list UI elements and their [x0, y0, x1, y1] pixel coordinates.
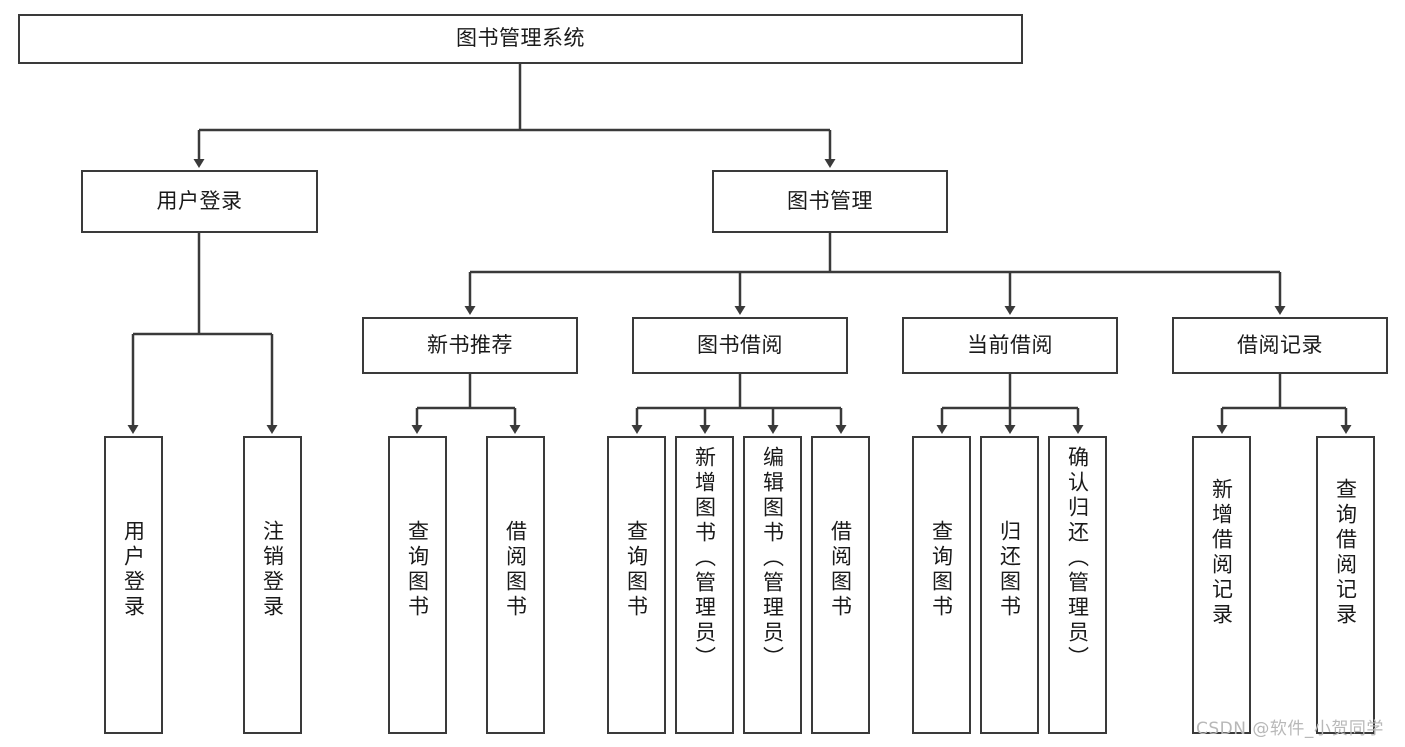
leaf-book-borrow-edit[interactable]: 编辑图书（管理员）	[743, 436, 802, 734]
node-book-borrow[interactable]: 图书借阅	[632, 317, 848, 374]
leaf-label: 归还图书	[997, 520, 1022, 620]
node-root-label: 图书管理系统	[456, 26, 585, 51]
node-book-management[interactable]: 图书管理	[712, 170, 948, 233]
leaf-label: 编辑图书（管理员）	[760, 446, 785, 671]
leaf-new-book-query[interactable]: 查询图书	[388, 436, 447, 734]
node-book-management-label: 图书管理	[787, 188, 873, 213]
leaf-new-book-borrow[interactable]: 借阅图书	[486, 436, 545, 734]
node-user-login-label: 用户登录	[156, 188, 243, 213]
node-current-borrow-label: 当前借阅	[967, 332, 1053, 357]
leaf-current-borrow-return[interactable]: 归还图书	[980, 436, 1039, 734]
leaf-book-borrow-borrow[interactable]: 借阅图书	[811, 436, 870, 734]
leaf-label: 新增图书（管理员）	[692, 446, 717, 671]
leaf-label: 查询图书	[624, 520, 649, 620]
leaf-label: 确认归还（管理员）	[1065, 446, 1090, 671]
node-user-login[interactable]: 用户登录	[81, 170, 318, 233]
node-current-borrow[interactable]: 当前借阅	[902, 317, 1118, 374]
leaf-user-login-logout[interactable]: 注销登录	[243, 436, 302, 734]
leaf-label: 借阅图书	[503, 520, 528, 620]
watermark: CSDN @软件_小贺同学	[1196, 719, 1384, 739]
leaf-label: 新增借阅记录	[1209, 478, 1234, 628]
node-root[interactable]: 图书管理系统	[18, 14, 1023, 64]
leaf-borrow-record-query[interactable]: 查询借阅记录	[1316, 436, 1375, 734]
leaf-label: 查询图书	[929, 520, 954, 620]
leaf-user-login-login[interactable]: 用户登录	[104, 436, 163, 734]
leaf-borrow-record-add[interactable]: 新增借阅记录	[1192, 436, 1251, 734]
leaf-label: 查询图书	[405, 520, 430, 620]
leaf-label: 用户登录	[121, 520, 146, 620]
leaf-label: 借阅图书	[828, 520, 853, 620]
leaf-book-borrow-add[interactable]: 新增图书（管理员）	[675, 436, 734, 734]
leaf-label: 查询借阅记录	[1333, 478, 1358, 628]
node-borrow-record[interactable]: 借阅记录	[1172, 317, 1388, 374]
node-borrow-record-label: 借阅记录	[1237, 332, 1323, 357]
node-new-book-recommend[interactable]: 新书推荐	[362, 317, 578, 374]
leaf-book-borrow-query[interactable]: 查询图书	[607, 436, 666, 734]
node-new-book-recommend-label: 新书推荐	[427, 332, 513, 357]
leaf-label: 注销登录	[260, 520, 285, 620]
leaf-current-borrow-confirm[interactable]: 确认归还（管理员）	[1048, 436, 1107, 734]
leaf-current-borrow-query[interactable]: 查询图书	[912, 436, 971, 734]
node-book-borrow-label: 图书借阅	[697, 332, 783, 357]
